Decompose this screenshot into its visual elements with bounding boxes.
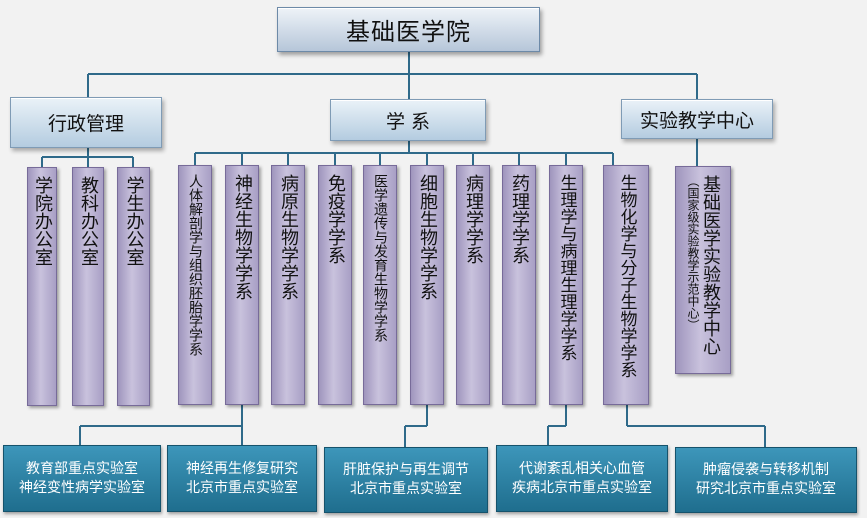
key-lab-metabolic-cardiovascular-line2: 疾病北京市重点实验室 [512, 479, 652, 496]
key-lab-tumor-invasion: 肿瘤侵袭与转移机制 研究北京市重点实验室 [675, 447, 857, 513]
department-pathology-label: 病理学学系 [463, 174, 484, 264]
teaching-center-sub-label: （国家级实验教学示范中心） [686, 175, 700, 331]
lab-center-label: 实验教学中心 [639, 109, 754, 132]
department-pharmacology: 药理学学系 [502, 165, 536, 405]
key-lab-neurodegeneration-line1: 教育部重点实验室 [26, 460, 138, 477]
key-lab-liver-protection-line2: 北京市重点实验室 [350, 481, 462, 497]
department-cell-biology: 细胞生物学学系 [410, 165, 444, 405]
department-pathogen-biology: 病原生物学学系 [271, 165, 305, 405]
department-physiology-label: 生理学与病理生理学学系 [556, 174, 577, 361]
department-genetics: 医学遗传与发育生物学学系 [363, 165, 397, 405]
teaching-center: 基础医学实验教学中心 （国家级实验教学示范中心） [675, 166, 731, 374]
department-label: 学 系 [385, 110, 431, 133]
department-immunology-label: 免疫学学系 [325, 174, 346, 264]
teaching-center-text: 基础医学实验教学中心 （国家级实验教学示范中心） [686, 175, 721, 355]
lab-center-node: 实验教学中心 [621, 99, 773, 139]
admin-office-1: 学院办公室 [27, 167, 57, 406]
admin-label: 行政管理 [47, 113, 124, 135]
department-physiology: 生理学与病理生理学学系 [549, 165, 583, 405]
key-lab-liver-protection: 肝脏保护与再生调节 北京市重点实验室 [324, 447, 488, 513]
department-neurobiology: 神经生物学学系 [225, 165, 259, 405]
department-pathology: 病理学学系 [456, 165, 490, 405]
admin-office-1-label: 学院办公室 [32, 176, 53, 266]
admin-node: 行政管理 [10, 97, 162, 148]
department-anatomy: 人体解剖学与组织胚胎学学系 [178, 165, 212, 405]
admin-office-2: 教科办公室 [72, 167, 104, 406]
department-anatomy-label: 人体解剖学与组织胚胎学学系 [187, 174, 203, 356]
admin-office-3-label: 学生办公室 [123, 176, 145, 266]
department-pharmacology-label: 药理学学系 [509, 174, 530, 264]
admin-office-3: 学生办公室 [117, 167, 150, 406]
admin-office-2-label: 教科办公室 [78, 176, 99, 266]
key-lab-neurodegeneration-line2: 神经变性病学实验室 [19, 479, 145, 496]
key-lab-neural-regeneration-line2: 北京市重点实验室 [186, 479, 298, 496]
key-lab-neural-regeneration-line1: 神经再生修复研究 [186, 460, 298, 477]
teaching-center-main-label: 基础医学实验教学中心 [700, 175, 721, 355]
key-lab-metabolic-cardiovascular-line1: 代谢紊乱相关心血管 [519, 460, 645, 477]
key-lab-neurodegeneration: 教育部重点实验室 神经变性病学实验室 [3, 445, 161, 512]
key-lab-tumor-invasion-line1: 肿瘤侵袭与转移机制 [703, 462, 829, 478]
key-lab-neural-regeneration: 神经再生修复研究 北京市重点实验室 [167, 445, 317, 512]
department-cell-biology-label: 细胞生物学学系 [417, 174, 438, 300]
department-immunology: 免疫学学系 [318, 165, 352, 405]
department-genetics-label: 医学遗传与发育生物学学系 [372, 174, 388, 342]
key-lab-metabolic-cardiovascular: 代谢紊乱相关心血管 疾病北京市重点实验室 [496, 445, 668, 512]
department-pathogen-biology-label: 病原生物学学系 [278, 174, 299, 300]
root-label: 基础医学院 [346, 18, 471, 46]
department-node: 学 系 [330, 99, 486, 141]
department-biochemistry-label: 生物化学与分子生物学学系 [616, 174, 637, 378]
department-neurobiology-label: 神经生物学学系 [232, 174, 253, 300]
key-lab-liver-protection-line1: 肝脏保护与再生调节 [343, 462, 469, 478]
root-node: 基础医学院 [277, 7, 540, 52]
key-lab-tumor-invasion-line2: 研究北京市重点实验室 [696, 481, 836, 497]
department-biochemistry: 生物化学与分子生物学学系 [603, 165, 649, 405]
